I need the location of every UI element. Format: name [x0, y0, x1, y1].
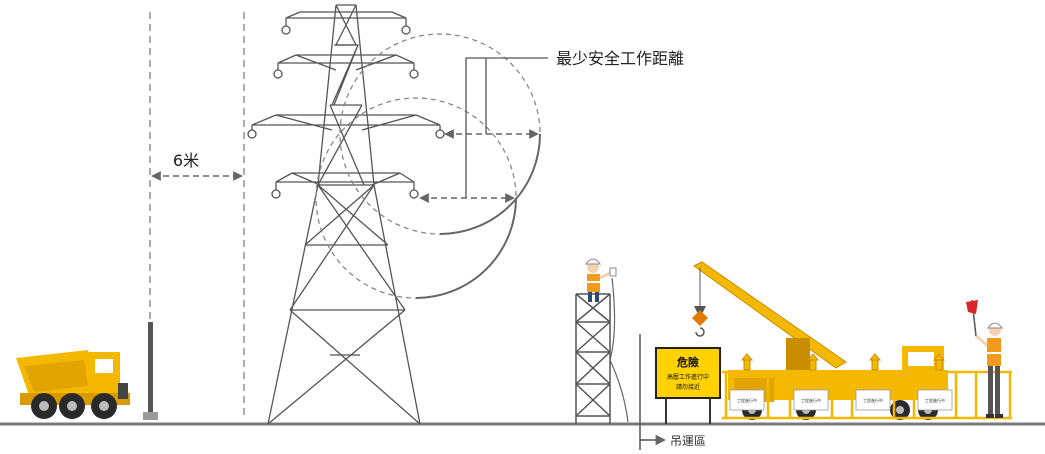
danger-sign-title: 危險	[676, 355, 699, 369]
safety-arc-upper	[439, 133, 541, 235]
distance-bracket	[465, 57, 548, 198]
barrier-label: 工程進行中	[737, 397, 757, 403]
truck-wheel	[91, 393, 117, 419]
safety-barriers	[722, 370, 1012, 420]
barrier-label: 工程進行中	[863, 397, 883, 403]
hanging-rope	[609, 277, 629, 423]
danger-sign: 危險 高壓工作進行中 請勿接近	[655, 347, 721, 424]
lifting-zone-label: 吊運區	[670, 434, 706, 448]
truck-wheel	[59, 393, 85, 419]
flagman-worker	[966, 299, 1003, 418]
barrier-label: 工程進行中	[925, 397, 945, 403]
barrier-panels	[729, 389, 953, 411]
barrier-label: 工程進行中	[801, 397, 821, 403]
scaffold-tower	[575, 293, 611, 424]
insulator-rings	[247, 25, 445, 199]
ground-post	[143, 322, 158, 420]
danger-sign-line1: 高壓工作進行中	[667, 373, 709, 381]
red-flag-icon	[966, 300, 978, 314]
transmission-tower	[251, 4, 441, 425]
dump-truck	[16, 350, 130, 419]
six-meter-label: 6米	[173, 151, 199, 170]
truck-wheel	[31, 393, 57, 419]
crane-boom	[692, 261, 847, 372]
worker-on-scaffold	[585, 258, 617, 302]
min-safe-distance-label: 最少安全工作距離	[556, 49, 684, 68]
danger-sign-line2: 請勿接近	[676, 383, 700, 391]
warning-lamps	[740, 353, 946, 371]
safety-arc-lower	[415, 197, 517, 299]
